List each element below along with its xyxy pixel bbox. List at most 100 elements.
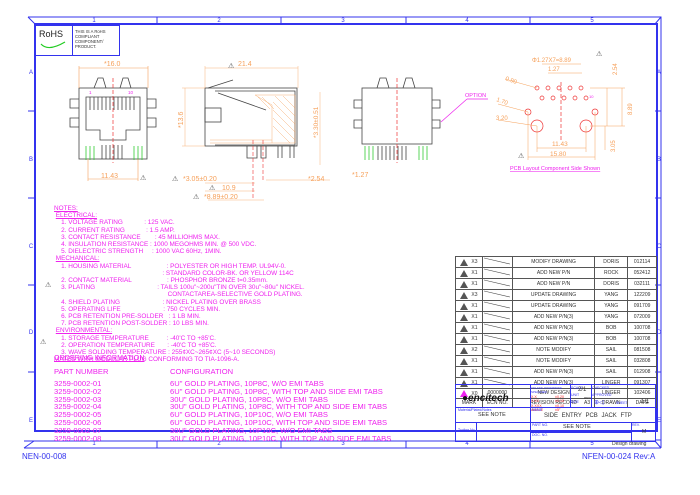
revision-mark: X1 bbox=[455, 333, 483, 345]
revision-record: ADD NEW P/N(3) bbox=[511, 322, 596, 334]
revision-triangle-icon bbox=[460, 280, 469, 288]
void-slash bbox=[484, 290, 511, 298]
zone-col-4-bottom: 4 bbox=[465, 441, 469, 447]
scale-label: SCALE bbox=[571, 386, 583, 390]
revision-header: MARK ECN NO. REVISION RECORD DRAWN DATE bbox=[455, 397, 657, 408]
revision-ecn bbox=[481, 300, 513, 312]
dim-front-width: *16.0 bbox=[104, 61, 120, 68]
material-label: Material/Plated/Notes bbox=[458, 408, 492, 412]
tooling-label: Tooling No. bbox=[458, 428, 476, 432]
revision-drawn: LINGER bbox=[594, 377, 629, 389]
revision-mark-text: X1 bbox=[471, 358, 478, 365]
dim-side-length: 21.4 bbox=[238, 61, 252, 68]
revision-record: ADD NEW P/N bbox=[511, 267, 596, 279]
zone-row-e-right: E bbox=[656, 418, 661, 424]
sheet-label: SHEET bbox=[616, 401, 628, 405]
check-icon bbox=[40, 41, 66, 49]
pcb-layout-caption: PCB Layout Component Side Shown bbox=[510, 166, 600, 172]
revision-mark-text: X1 bbox=[471, 281, 478, 288]
ordering-col-config: CONFIGURATION bbox=[170, 367, 234, 376]
note-line: 6. PCB RETENTION PRE-SOLDER : 1 LB MIN. bbox=[61, 313, 201, 321]
revision-mark-text: X1 bbox=[471, 369, 478, 376]
revision-date: 091307 bbox=[627, 377, 657, 389]
revision-mark: X1 bbox=[455, 311, 483, 323]
revision-triangle-icon: ⚠ bbox=[172, 175, 178, 183]
revision-ecn bbox=[481, 256, 513, 268]
rohs-line-2: COMPLIANT bbox=[75, 34, 100, 39]
note-line: 7. PCB RETENTION POST-SOLDER : 10 LBS MI… bbox=[61, 320, 209, 328]
note-line: : STANDARD COLOR-BK. OR YELLOW 114C bbox=[61, 269, 294, 277]
void-slash bbox=[484, 268, 511, 276]
material-value: SEE NOTE bbox=[478, 412, 506, 418]
revision-mark-text: X1 bbox=[471, 380, 478, 387]
revision-record: ADD NEW P/N(3) bbox=[511, 366, 596, 378]
tolerance-header: UNLESS OTHERWISE SPECIFIED bbox=[531, 386, 562, 395]
unit-label: UNIT bbox=[571, 393, 580, 397]
notes-title: NOTES: bbox=[54, 205, 78, 212]
revision-triangle-icon bbox=[460, 379, 469, 387]
note-line: 4. INSULATION RESISTANCE : 1000 MEGOHMS … bbox=[61, 241, 257, 249]
zone-row-c: C bbox=[28, 244, 34, 250]
revision-mark-text: X2 bbox=[471, 347, 478, 354]
dim-a: *3.05±0.20 bbox=[183, 176, 217, 183]
mates-note: MATES WITH MODULAR PLUG CONFORMING TO TI… bbox=[54, 356, 240, 364]
revision-drawn: YANG bbox=[594, 300, 629, 312]
revision-triangle-icon bbox=[460, 389, 469, 397]
revision-drawn: DORIS bbox=[594, 278, 629, 290]
revision-triangle-icon: ⚠ bbox=[193, 193, 199, 201]
revision-date: 081508 bbox=[627, 344, 657, 356]
rohs-line-4: PRODUCT. bbox=[75, 44, 97, 49]
dim-pcb-hole-2: 1.70 bbox=[495, 97, 509, 107]
scale-value: 2/1 bbox=[578, 387, 587, 393]
rev-value: M bbox=[642, 429, 647, 435]
ordering-col-part: PART NUMBER bbox=[54, 367, 109, 376]
zone-col-5-bottom: 5 bbox=[590, 441, 594, 447]
note-line: 2. CONTACT MATERIAL : PHOSPHOR BRONZE t=… bbox=[61, 277, 268, 285]
revision-record: ADD NEW P/N(3) bbox=[511, 377, 596, 389]
revision-triangle-icon bbox=[460, 357, 469, 365]
mechanical-title: MECHANICAL: bbox=[55, 255, 100, 263]
revision-ecn bbox=[481, 333, 513, 345]
revision-triangle-icon bbox=[460, 258, 469, 266]
zone-row-d: D bbox=[28, 330, 34, 336]
partno-label: PART NO. bbox=[532, 423, 549, 427]
tolerance-block: UNLESS OTHERWISE SPECIFIED X.X±0.20 X.XX… bbox=[531, 386, 571, 412]
revision-ecn bbox=[481, 377, 513, 389]
size-label: SIZE bbox=[571, 400, 579, 404]
zone-col-3: 3 bbox=[341, 18, 345, 24]
revision-triangle-icon bbox=[460, 368, 469, 376]
ordering-title: ORDERING INFORMATION bbox=[54, 353, 145, 362]
dim-pcb-height: 8.89 bbox=[628, 103, 634, 115]
note-line: 3. PLATING : TAILS 100u"~200u"TIN OVER 3… bbox=[61, 284, 305, 292]
revision-date: 122209 bbox=[627, 289, 657, 301]
note-line: 1. STORAGE TEMPERATURE : -40'C TO +85'C. bbox=[61, 334, 216, 342]
tolerance-row: ANGLE±5° bbox=[531, 408, 561, 413]
rohs-line-3: COMPONENT/ bbox=[75, 39, 104, 44]
revision-date: 100708 bbox=[627, 333, 657, 345]
title-block: ●encitech Material/Plated/Notes SEE NOTE… bbox=[455, 384, 656, 442]
revision-record: UPDATE DRAWING bbox=[511, 289, 596, 301]
revision-mark: X1 bbox=[455, 366, 483, 378]
pin-first-label: 1 bbox=[89, 90, 92, 95]
partno-value: SEE NOTE bbox=[563, 424, 591, 430]
revision-record: ADD NEW P/N(3) bbox=[511, 333, 596, 345]
revision-mark: X1 bbox=[455, 377, 483, 389]
name-label: NAME bbox=[532, 408, 543, 412]
revision-drawn: YANG bbox=[594, 311, 629, 323]
note-line: 5. DIELECTRIC STRENGTH : 1000 VAC 60Hz, … bbox=[61, 248, 222, 256]
note-line: 5. OPERATING LIFE : 750 CYCLES MIN. bbox=[61, 305, 221, 313]
revision-drawn: DORIS bbox=[594, 256, 629, 268]
dim-pcb-span-outer: 15.80 bbox=[550, 151, 567, 158]
revision-ecn bbox=[481, 322, 513, 334]
revision-mark-text: X1 bbox=[471, 270, 478, 277]
